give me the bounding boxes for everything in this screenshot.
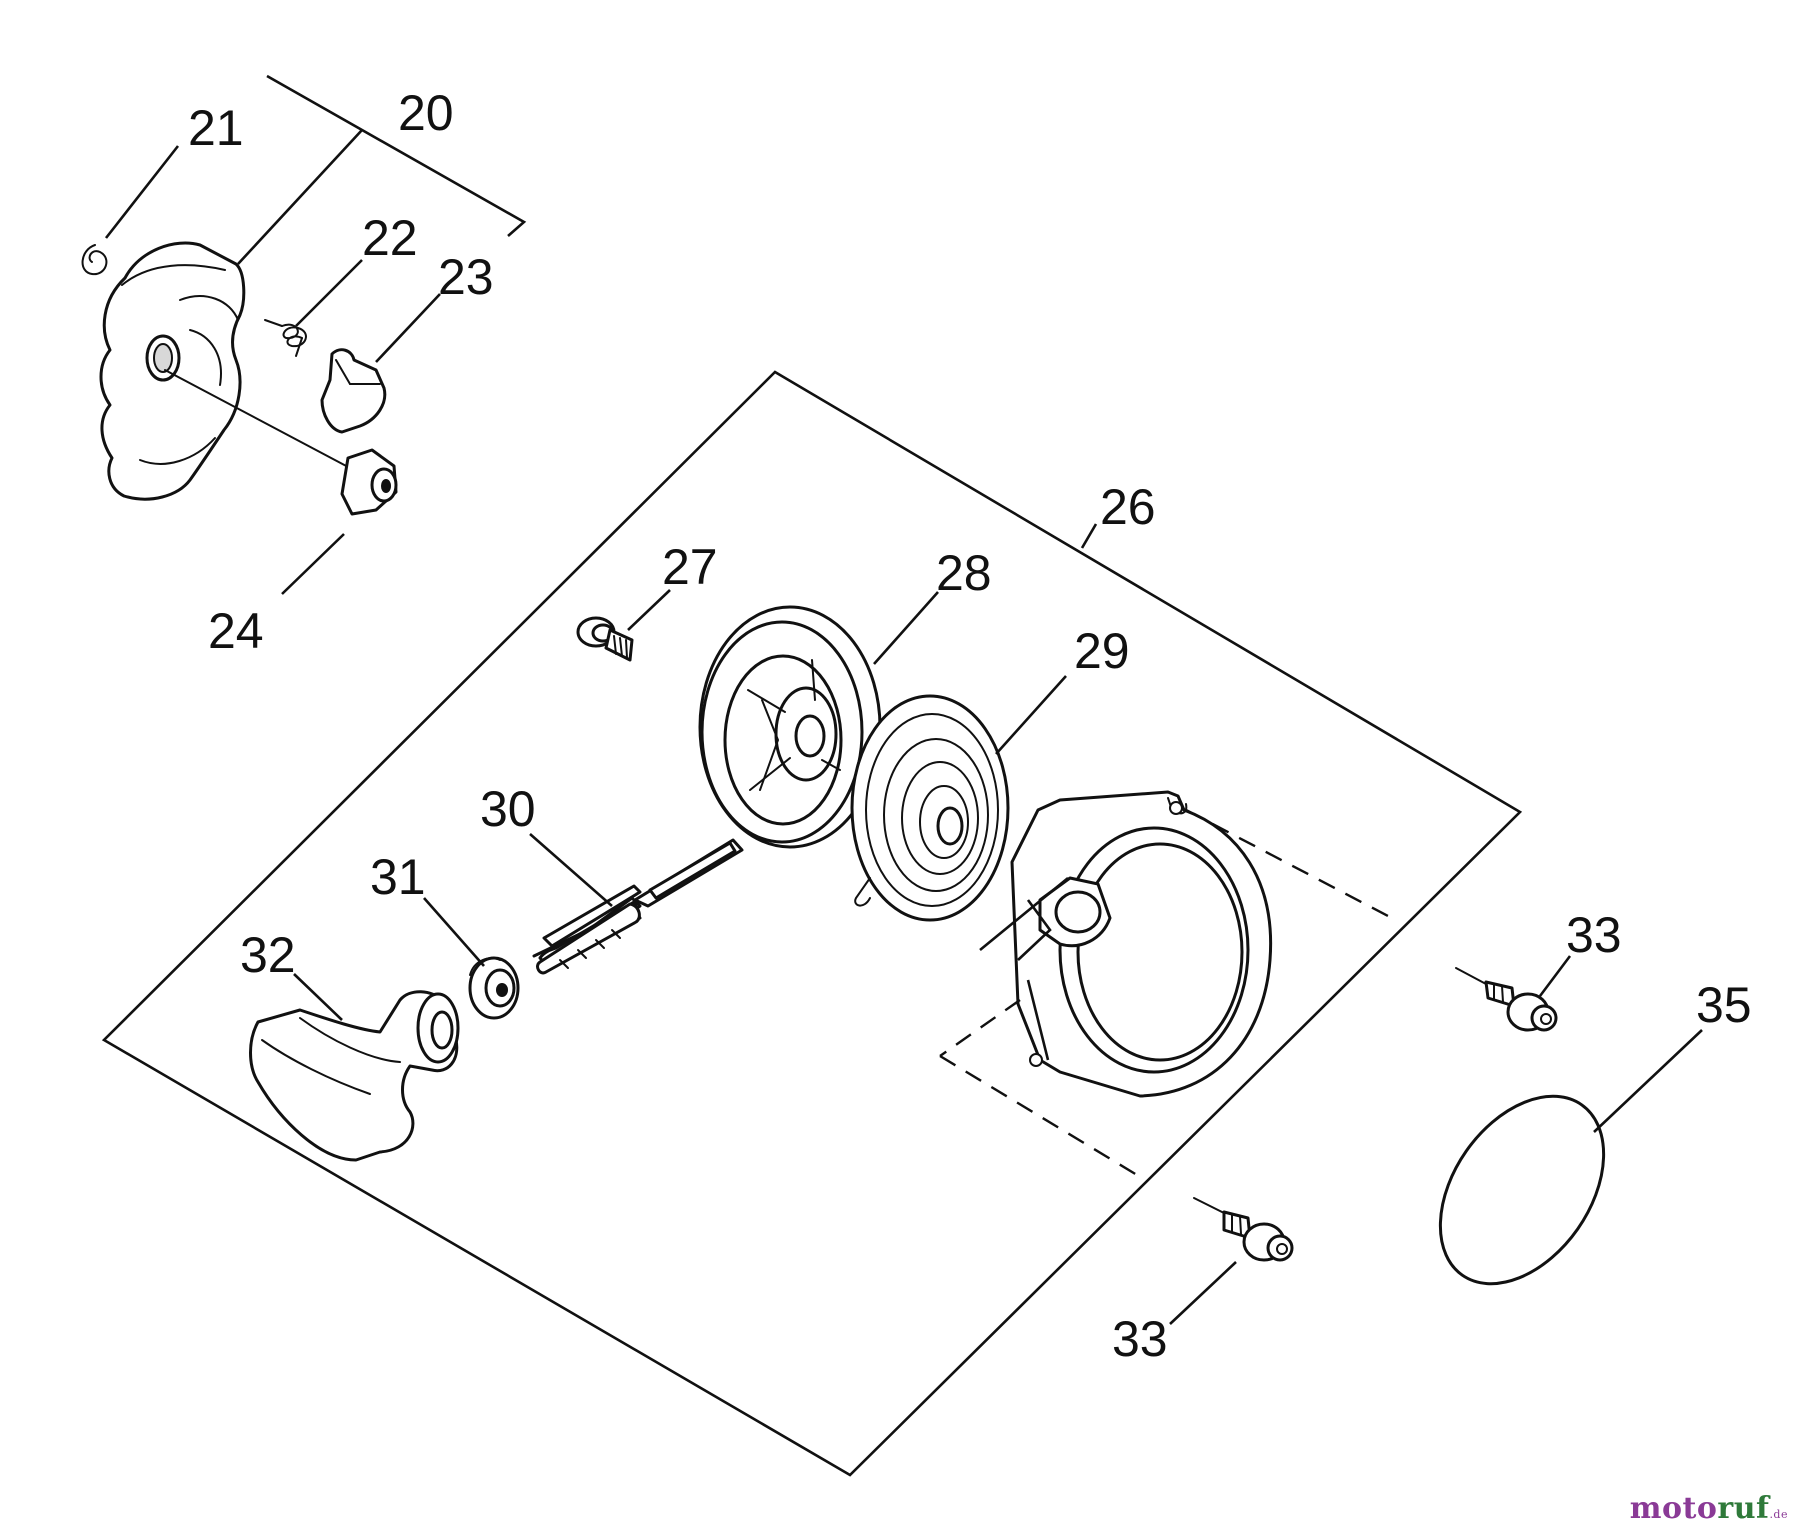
leader-33-upper xyxy=(1538,955,1572,997)
nut-part-24 xyxy=(164,369,398,516)
group-26-frame xyxy=(101,370,1523,1477)
screw-part-27 xyxy=(576,616,634,662)
leader-30 xyxy=(529,833,613,907)
leader-27 xyxy=(627,589,671,631)
leader-28 xyxy=(873,591,939,665)
leader-20 xyxy=(237,129,363,265)
callout-33-lower: 33 xyxy=(1112,1311,1168,1367)
leader-32 xyxy=(293,973,343,1021)
clip-part-21 xyxy=(81,244,108,276)
group-20-bracket xyxy=(266,74,527,237)
leader-22 xyxy=(295,259,363,327)
callout-35: 35 xyxy=(1696,977,1752,1033)
callout-23: 23 xyxy=(438,249,494,305)
bolt-part-33-lower xyxy=(1193,1197,1294,1262)
callout-22: 22 xyxy=(362,210,418,266)
callout-27: 27 xyxy=(662,539,718,595)
callout-21: 21 xyxy=(188,100,244,156)
bolt-part-33-upper xyxy=(1455,967,1558,1032)
pawl-part-23 xyxy=(320,348,387,434)
callout-33-upper: 33 xyxy=(1566,907,1622,963)
callout-30: 30 xyxy=(480,781,536,837)
leader-31 xyxy=(423,897,485,967)
callout-26: 26 xyxy=(1100,479,1156,535)
handle-part-32 xyxy=(249,990,460,1162)
watermark-part-3: .de xyxy=(1769,1508,1788,1521)
starter-housing-part-26 xyxy=(939,790,1389,1180)
leader-33-lower xyxy=(1169,1261,1237,1325)
leader-26 xyxy=(1080,523,1098,549)
pulley-part-28 xyxy=(633,605,882,908)
cover-plate-part-20 xyxy=(99,241,246,501)
spring-part-22 xyxy=(264,319,307,357)
callout-labels: 21 20 22 23 24 26 27 28 29 30 31 32 33 3… xyxy=(188,85,1752,1367)
watermark-part-2: ruf xyxy=(1717,1491,1770,1526)
leader-21 xyxy=(104,145,180,239)
callout-20: 20 xyxy=(398,85,454,141)
leader-24 xyxy=(281,533,345,595)
callout-31: 31 xyxy=(370,849,426,905)
rope-part-30 xyxy=(532,841,737,975)
recoil-spring-part-29 xyxy=(850,694,1010,922)
watermark-logo: motoruf.de xyxy=(1630,1491,1788,1526)
callout-32: 32 xyxy=(240,927,296,983)
leader-lines xyxy=(104,129,1703,1325)
leader-29 xyxy=(995,675,1067,755)
o-ring-part-35 xyxy=(1438,1094,1606,1286)
callout-24: 24 xyxy=(208,603,264,659)
leader-35 xyxy=(1593,1029,1703,1133)
rope-guide-part-31 xyxy=(468,956,520,1020)
callout-29: 29 xyxy=(1074,623,1130,679)
leader-23 xyxy=(375,293,441,363)
watermark-part-1: moto xyxy=(1629,1491,1718,1526)
callout-28: 28 xyxy=(936,545,992,601)
